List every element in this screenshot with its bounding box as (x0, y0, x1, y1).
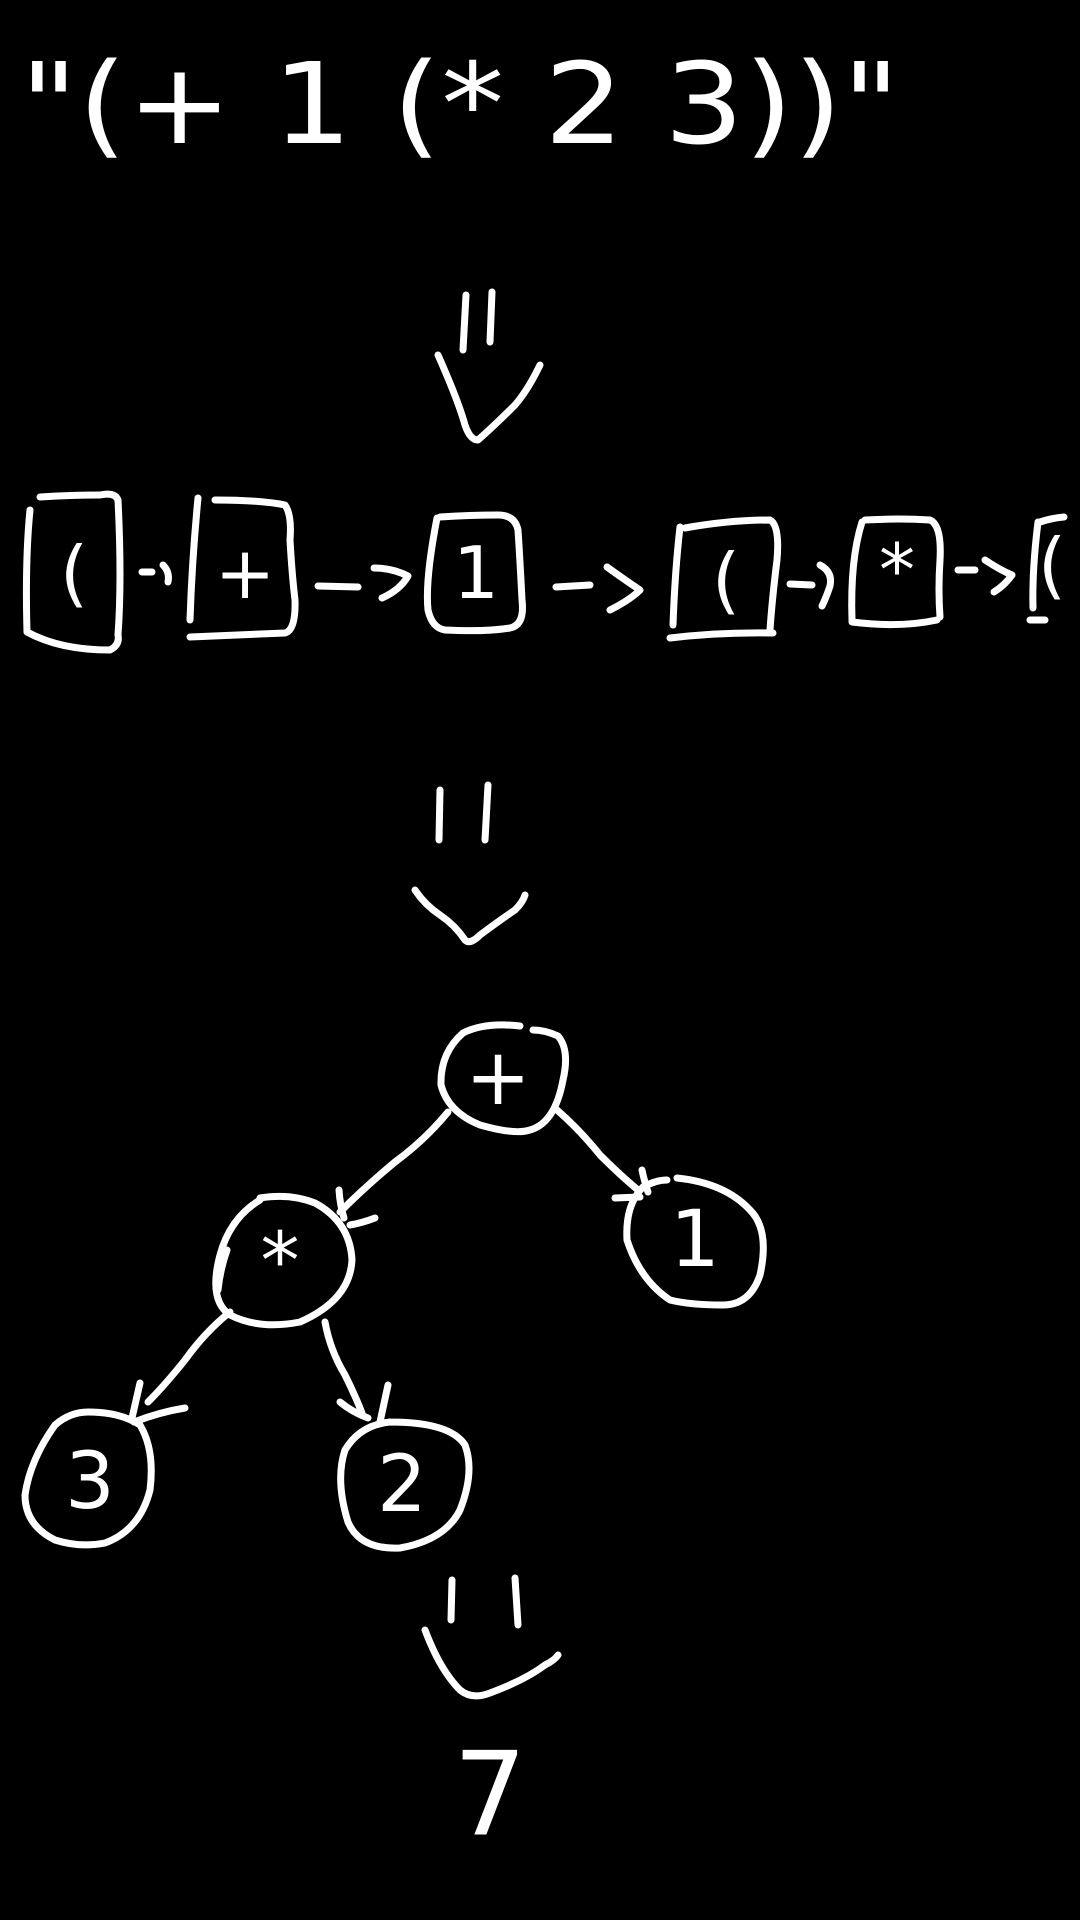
source-expression: "(+ 1 (* 2 3))" (20, 40, 900, 170)
edge-arrowhead-2-a (336, 1398, 372, 1422)
tree-node-root: + (437, 1021, 570, 1136)
arrow-tokens-to-tree (411, 781, 529, 946)
token-label-4: ( (712, 538, 740, 622)
token-box-5: * (848, 515, 944, 629)
token-box-4: ( (666, 516, 782, 642)
tree-node-two-label: 2 (377, 1440, 427, 1530)
edge-arrowhead-right-a (638, 1166, 652, 1196)
edge-root-to-right (553, 1106, 642, 1194)
token-label-3: 1 (453, 531, 499, 615)
edge-star-to-2 (321, 1318, 366, 1417)
tree-node-star-label: * (261, 1217, 300, 1307)
token-label-6: ( (1038, 523, 1066, 607)
token-box-1: ( (22, 490, 124, 654)
token-box-6-partial: ( (1026, 513, 1068, 624)
tree-node-right: 1 (623, 1174, 767, 1309)
tree-node-root-label: + (465, 1033, 530, 1123)
token-box-2: + (186, 494, 299, 641)
arrow-source-to-tokens (434, 288, 544, 444)
arrow-tree-to-result (421, 1574, 562, 1700)
edge-root-to-left (336, 1108, 452, 1216)
edge-arrowhead-left-a (335, 1186, 348, 1222)
token-label-5: * (879, 528, 915, 612)
token-link-5 (954, 556, 1016, 596)
token-link-3 (552, 563, 644, 614)
tree-node-three-label: 3 (65, 1437, 115, 1527)
token-list: ( + 1 ( (22, 490, 1068, 654)
token-link-4 (786, 561, 834, 610)
token-label-2: + (215, 531, 275, 615)
edge-arrowhead-left-b (346, 1214, 379, 1229)
token-box-3: 1 (423, 511, 526, 635)
edge-arrowhead-3-b (130, 1404, 189, 1426)
tree-node-three: 3 (21, 1408, 155, 1549)
syntax-tree: + 1 * 3 2 (21, 1021, 767, 1552)
edge-arrowhead-3-a (128, 1379, 144, 1422)
token-label-1: ( (60, 531, 88, 615)
token-link-2 (314, 564, 412, 602)
result-value: 7 (453, 1728, 527, 1863)
tree-node-star: * (212, 1192, 356, 1329)
edge-star-to-3 (144, 1308, 234, 1406)
tree-node-right-label: 1 (670, 1195, 720, 1285)
tree-node-two: 2 (337, 1418, 473, 1552)
token-link-1 (138, 561, 172, 586)
edge-arrowhead-2-b (376, 1381, 392, 1426)
